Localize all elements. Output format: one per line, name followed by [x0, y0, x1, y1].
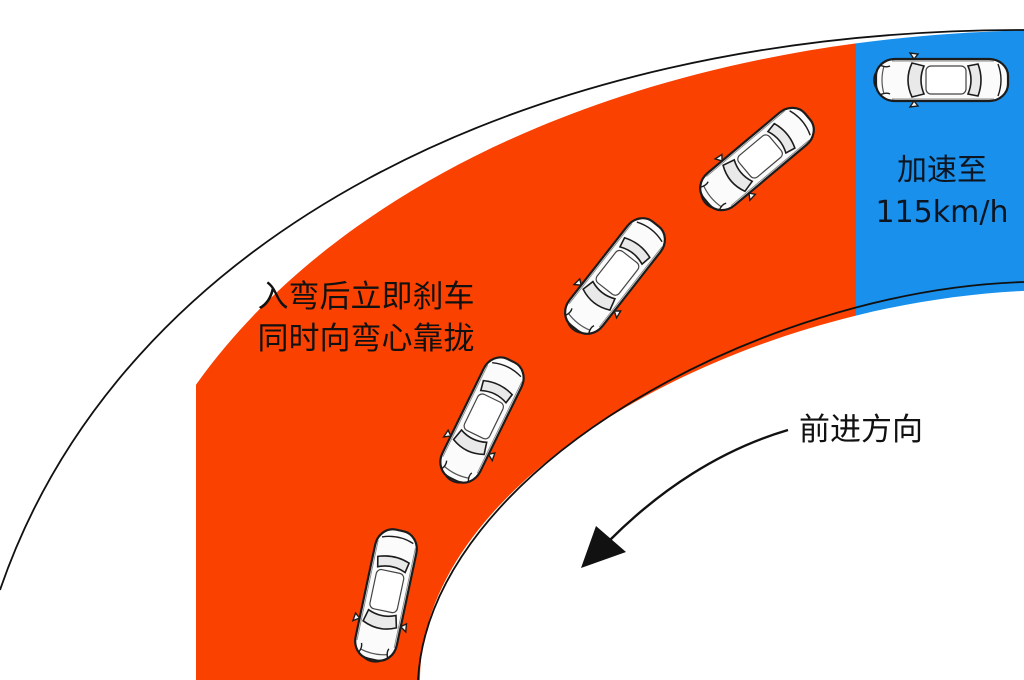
outer-road-edge	[0, 29, 1024, 591]
brake-zone	[196, 43, 856, 680]
curved-arrow-icon	[581, 428, 789, 568]
inner-road-edge	[417, 281, 1024, 680]
accelerate-label-line2: 115km/h	[876, 195, 1009, 230]
brake-label-line2: 同时向弯心靠拢	[258, 321, 475, 357]
direction-label: 前进方向	[799, 412, 923, 448]
accelerate-label-line1: 加速至	[897, 153, 987, 188]
car-icon	[872, 51, 1010, 109]
brake-label-line1: 入弯后立即刹车	[258, 279, 475, 315]
